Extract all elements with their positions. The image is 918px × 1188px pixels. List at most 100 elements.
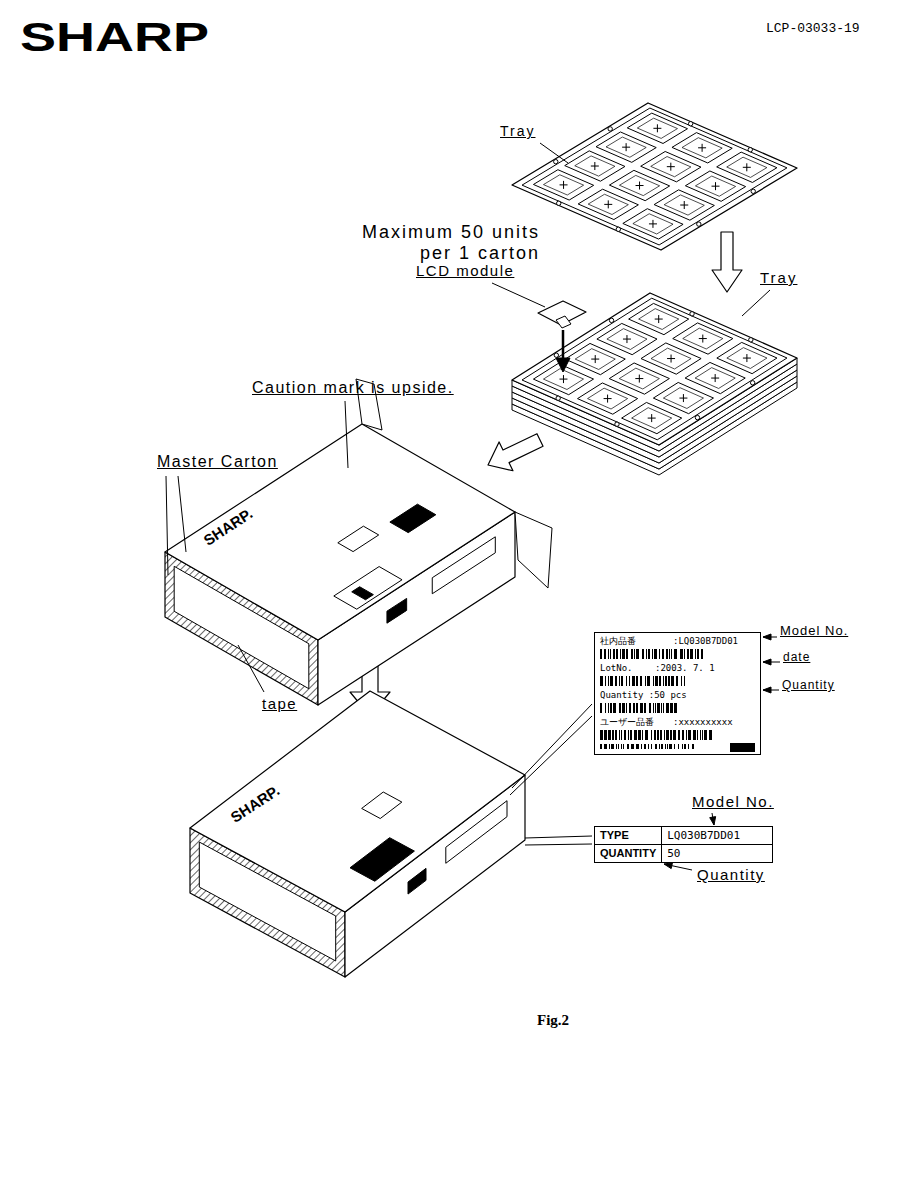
barcode-bar xyxy=(671,676,674,686)
tray-hole xyxy=(554,353,558,357)
barcode-bar xyxy=(644,744,646,749)
barcode-bar xyxy=(624,730,626,740)
barcode-bar xyxy=(608,703,609,713)
barcode-bar xyxy=(600,744,602,749)
tray-pocket xyxy=(717,342,777,373)
barcode-bar xyxy=(618,744,619,749)
tray-pocket xyxy=(619,368,659,389)
barcode-bar xyxy=(600,676,603,686)
pocket-cross xyxy=(670,163,671,171)
barcode-bar xyxy=(642,730,643,740)
barcode-bar xyxy=(636,744,639,749)
barcode-bar xyxy=(619,703,621,713)
barcode-bar xyxy=(627,744,629,749)
tray-pocket xyxy=(588,194,628,214)
barcode-bar xyxy=(688,744,689,749)
tray xyxy=(512,293,797,475)
pocket-cross xyxy=(626,335,627,343)
barcode-bar xyxy=(661,744,663,749)
barcode-bar xyxy=(659,649,660,659)
carton-print: SHARP. xyxy=(227,782,282,826)
logo-box xyxy=(338,526,379,551)
barcode-bar xyxy=(678,744,679,749)
tray-pocket xyxy=(607,329,647,350)
barcode-bar xyxy=(681,676,682,686)
tray-hole xyxy=(616,227,620,231)
tray-pocket xyxy=(606,137,646,157)
barcode-bar xyxy=(674,744,675,749)
barcode-bar xyxy=(684,676,685,686)
barcode-bar xyxy=(620,649,621,659)
tray-pocket xyxy=(683,328,723,349)
figure-caption: Fig.2 xyxy=(537,1012,569,1029)
barcode-bar xyxy=(670,730,672,740)
barcode-bar xyxy=(641,744,642,749)
barcode-bar xyxy=(636,703,638,713)
arrow-head xyxy=(763,634,771,640)
tray-pocket xyxy=(575,349,615,370)
type-label: TYPELQ030B7DD01QUANTITY50 xyxy=(594,826,773,863)
tray-top xyxy=(512,293,797,445)
leader-line xyxy=(238,645,264,692)
tray-hole xyxy=(615,422,619,426)
tray-hole xyxy=(697,222,701,226)
barcode-bar xyxy=(666,649,668,659)
carton-label-bar xyxy=(352,587,374,600)
carton-flap xyxy=(515,512,552,588)
tray-pocket xyxy=(695,368,735,389)
barcode-bar xyxy=(693,730,696,740)
leaders xyxy=(166,143,780,870)
label-field: :LQ030B7DD01 xyxy=(673,636,738,647)
carton-barcode-label xyxy=(350,838,414,882)
barcode-bar xyxy=(651,744,652,749)
pocket-cross xyxy=(652,220,653,228)
note: Caution mark is upside. xyxy=(252,379,454,397)
barcode-bar xyxy=(652,649,653,659)
pocket-cross xyxy=(683,394,684,402)
table-header: TYPE xyxy=(595,827,662,845)
barcode-bar xyxy=(648,744,649,749)
label-window xyxy=(446,801,507,864)
barcode-bar xyxy=(642,649,644,659)
barcode-bar xyxy=(669,649,670,659)
tray-hole xyxy=(556,396,560,400)
label-field: LotNo. xyxy=(600,663,633,674)
pocket-cross xyxy=(746,163,747,171)
barcode-bar xyxy=(680,649,683,659)
barcode-bar xyxy=(648,649,650,659)
barcode-bar xyxy=(665,676,667,686)
barcode-bar xyxy=(674,703,677,713)
barcode-bar xyxy=(632,676,635,686)
barcode-bar xyxy=(622,649,625,659)
tray xyxy=(512,103,797,250)
barcode-bar xyxy=(622,703,625,713)
arrow-head xyxy=(556,358,570,372)
pocket-cross xyxy=(607,395,608,403)
barcode-bar xyxy=(657,703,660,713)
barcode-bar xyxy=(651,730,652,740)
flow-arrow xyxy=(488,434,543,471)
part-name: Master Carton xyxy=(157,453,278,471)
module-tab xyxy=(556,316,571,328)
barcode-bar xyxy=(668,676,670,686)
company-logo: SHARP xyxy=(20,14,209,60)
lcd-module xyxy=(538,301,586,372)
barcode-bar xyxy=(654,730,656,740)
tray-pocket xyxy=(588,388,628,409)
barcode-bar xyxy=(604,649,606,659)
barcode-bar xyxy=(634,730,637,740)
barcode-bar xyxy=(687,649,689,659)
barcode-bar xyxy=(621,744,622,749)
barcode-bar xyxy=(649,703,651,713)
tray-pocket xyxy=(639,309,679,330)
leader-line xyxy=(525,844,592,845)
barcode-bar xyxy=(655,676,658,686)
barcode-bar xyxy=(695,649,696,659)
barcode-bar xyxy=(611,744,614,749)
pocket-cross xyxy=(563,375,564,383)
leader-line xyxy=(178,476,186,552)
pocket-cross xyxy=(608,200,609,208)
tray-pocket xyxy=(543,175,583,195)
leader-line xyxy=(512,704,592,788)
pocket-cross xyxy=(702,335,703,343)
